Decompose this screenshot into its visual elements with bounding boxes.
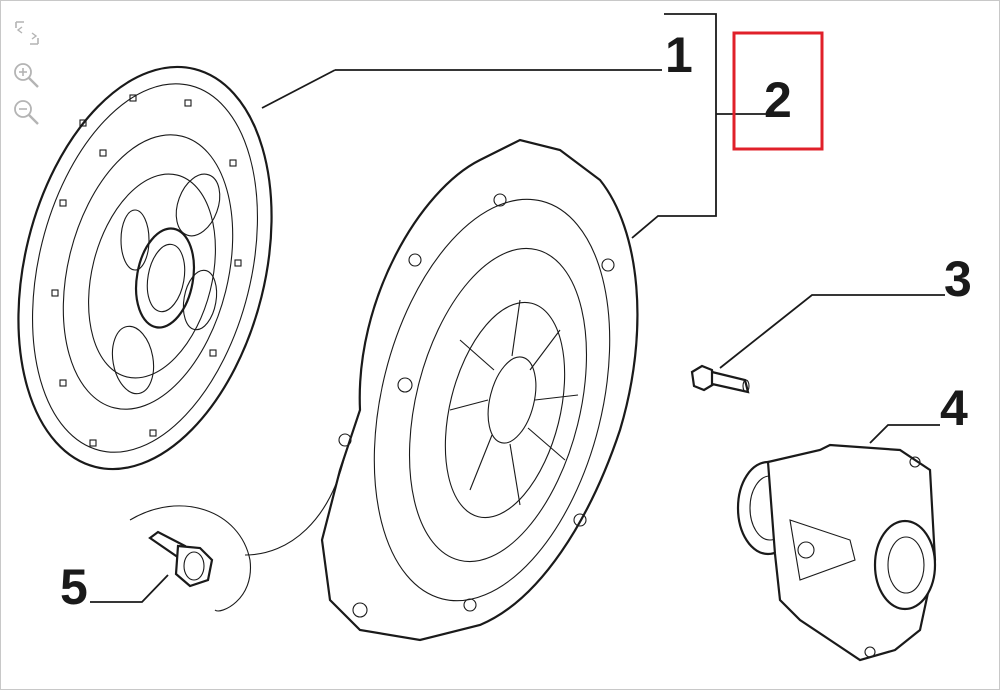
zoom-out-button[interactable] bbox=[10, 97, 44, 127]
flywheel-bolt[interactable] bbox=[129, 454, 346, 612]
callout-2[interactable]: 2 bbox=[764, 72, 792, 128]
fit-to-window-button[interactable] bbox=[10, 18, 44, 48]
zoom-in-button[interactable] bbox=[10, 60, 44, 90]
callout-1[interactable]: 1 bbox=[665, 27, 693, 83]
zoom-out-icon bbox=[14, 100, 39, 125]
selected-callout-highlight bbox=[732, 31, 824, 151]
callout-5[interactable]: 5 bbox=[60, 559, 88, 615]
zoom-in-icon bbox=[14, 63, 39, 88]
fit-to-window-icon bbox=[15, 21, 39, 45]
release-bearing[interactable] bbox=[736, 443, 937, 662]
leader-lines bbox=[90, 13, 945, 603]
clutch-disc[interactable] bbox=[0, 40, 311, 496]
pressure-plate[interactable] bbox=[320, 138, 648, 642]
bolt[interactable] bbox=[690, 364, 750, 394]
callout-3[interactable]: 3 bbox=[944, 251, 972, 307]
callout-4[interactable]: 4 bbox=[940, 380, 968, 436]
